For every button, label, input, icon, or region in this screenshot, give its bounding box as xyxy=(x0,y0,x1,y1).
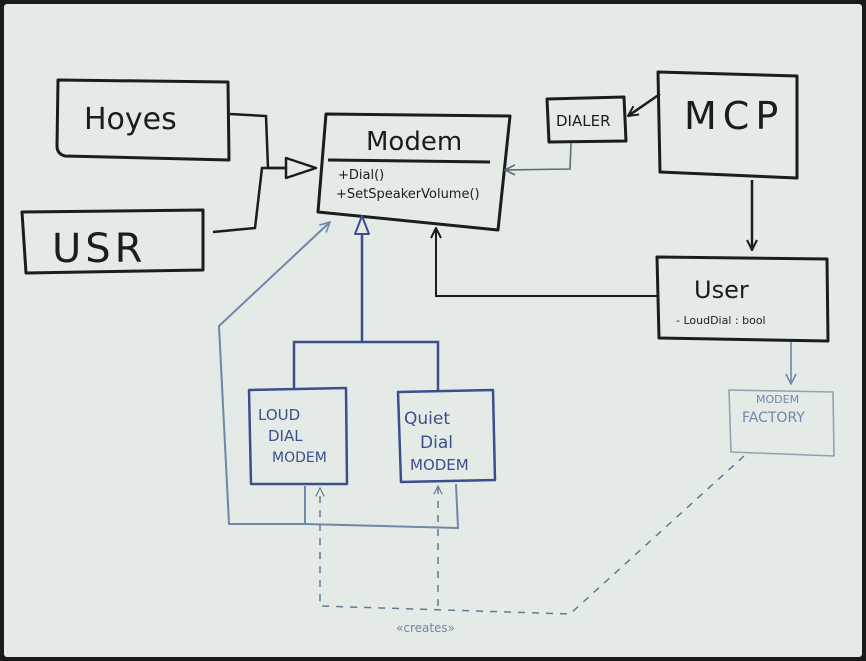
user-attribute-loud-dial: - LoudDial : bool xyxy=(676,314,766,327)
dialer-to-modem-arrow xyxy=(505,142,572,170)
dial-modems-inheritance xyxy=(292,215,440,390)
quiet-dial-modem-line2: Dial xyxy=(420,433,453,453)
modem-class-box[interactable]: Modem +Dial() +SetSpeakerVolume() xyxy=(316,112,512,232)
modem-method-dial: +Dial() xyxy=(338,168,384,183)
user-class-box[interactable]: User - LoudDial : bool xyxy=(655,255,830,343)
dialer-label: DIALER xyxy=(556,112,611,130)
usr-class-box[interactable]: USR xyxy=(20,208,205,275)
loud-dial-modem-line2: DIAL xyxy=(268,427,303,445)
usr-label: USR xyxy=(52,226,146,272)
loud-dial-modem-line3: MODEM xyxy=(272,450,327,466)
hayes-class-box[interactable]: Hoyes xyxy=(55,78,231,162)
subclass-to-modem-dependency xyxy=(217,222,330,525)
user-title: User xyxy=(694,276,749,304)
modem-factory-label-line2: FACTORY xyxy=(742,410,805,426)
loud-dial-modem-line1: LOUD xyxy=(258,406,300,424)
modem-factory-box[interactable]: MODEM FACTORY xyxy=(728,389,835,457)
modem-factory-label-line1: MODEM xyxy=(756,393,799,406)
hardware-modems-inheritance xyxy=(212,112,318,234)
modem-title: Modem xyxy=(366,127,462,157)
dialer-class-box[interactable]: DIALER xyxy=(545,95,628,144)
mcp-class-box[interactable]: MCP xyxy=(656,70,799,180)
user-to-modem-arrow xyxy=(436,228,657,297)
quiet-dial-modem-line1: Quiet xyxy=(404,409,450,429)
inheritance-triangle-icon xyxy=(284,156,318,180)
mcp-label: MCP xyxy=(684,94,784,138)
blue-inheritance-triangle-icon xyxy=(354,215,370,235)
hayes-label: Hoyes xyxy=(84,102,177,137)
modem-method-set-speaker-volume: +SetSpeakerVolume() xyxy=(336,187,480,202)
creates-dependencies xyxy=(320,455,745,615)
subclass-bracket-right xyxy=(304,483,460,530)
loud-dial-modem-box[interactable]: LOUD DIAL MODEM xyxy=(247,386,349,486)
creates-annotation: «creates» xyxy=(396,621,455,635)
quiet-dial-modem-line3: MODEM xyxy=(410,456,469,474)
quiet-dial-modem-box[interactable]: Quiet Dial MODEM xyxy=(396,388,497,484)
paper-background xyxy=(4,4,862,657)
mcp-to-dialer-arrow xyxy=(628,92,661,116)
